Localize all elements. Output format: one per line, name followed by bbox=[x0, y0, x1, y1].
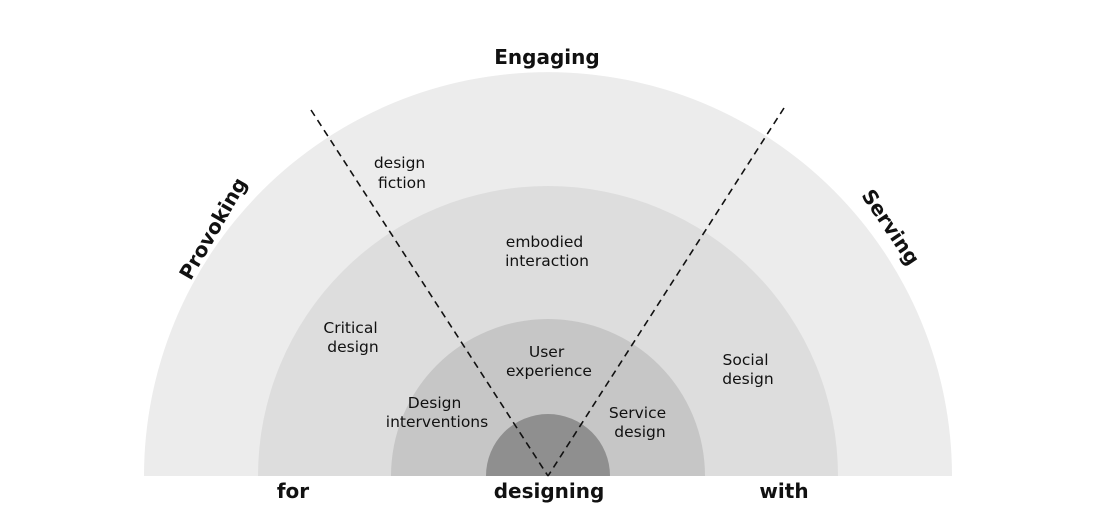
core-circle bbox=[486, 414, 610, 476]
third-ring bbox=[391, 319, 705, 476]
left-dashed-line bbox=[310, 109, 549, 477]
engaging-label: Engaging bbox=[494, 45, 599, 69]
for-label: for bbox=[277, 479, 309, 503]
critical-design-label: Critical design bbox=[323, 319, 382, 356]
designing-label: designing bbox=[494, 479, 605, 503]
design-fiction-label: design fiction bbox=[374, 154, 430, 192]
embodied-interaction-label: embodied interaction bbox=[505, 233, 589, 270]
user-experience-label: User experience bbox=[506, 343, 592, 380]
with-label: with bbox=[759, 479, 808, 503]
service-design-label: Service design bbox=[609, 404, 671, 441]
design-interventions-label: Design interventions bbox=[386, 394, 488, 431]
right-dashed-line bbox=[547, 107, 785, 477]
social-design-label: Social design bbox=[722, 351, 773, 388]
